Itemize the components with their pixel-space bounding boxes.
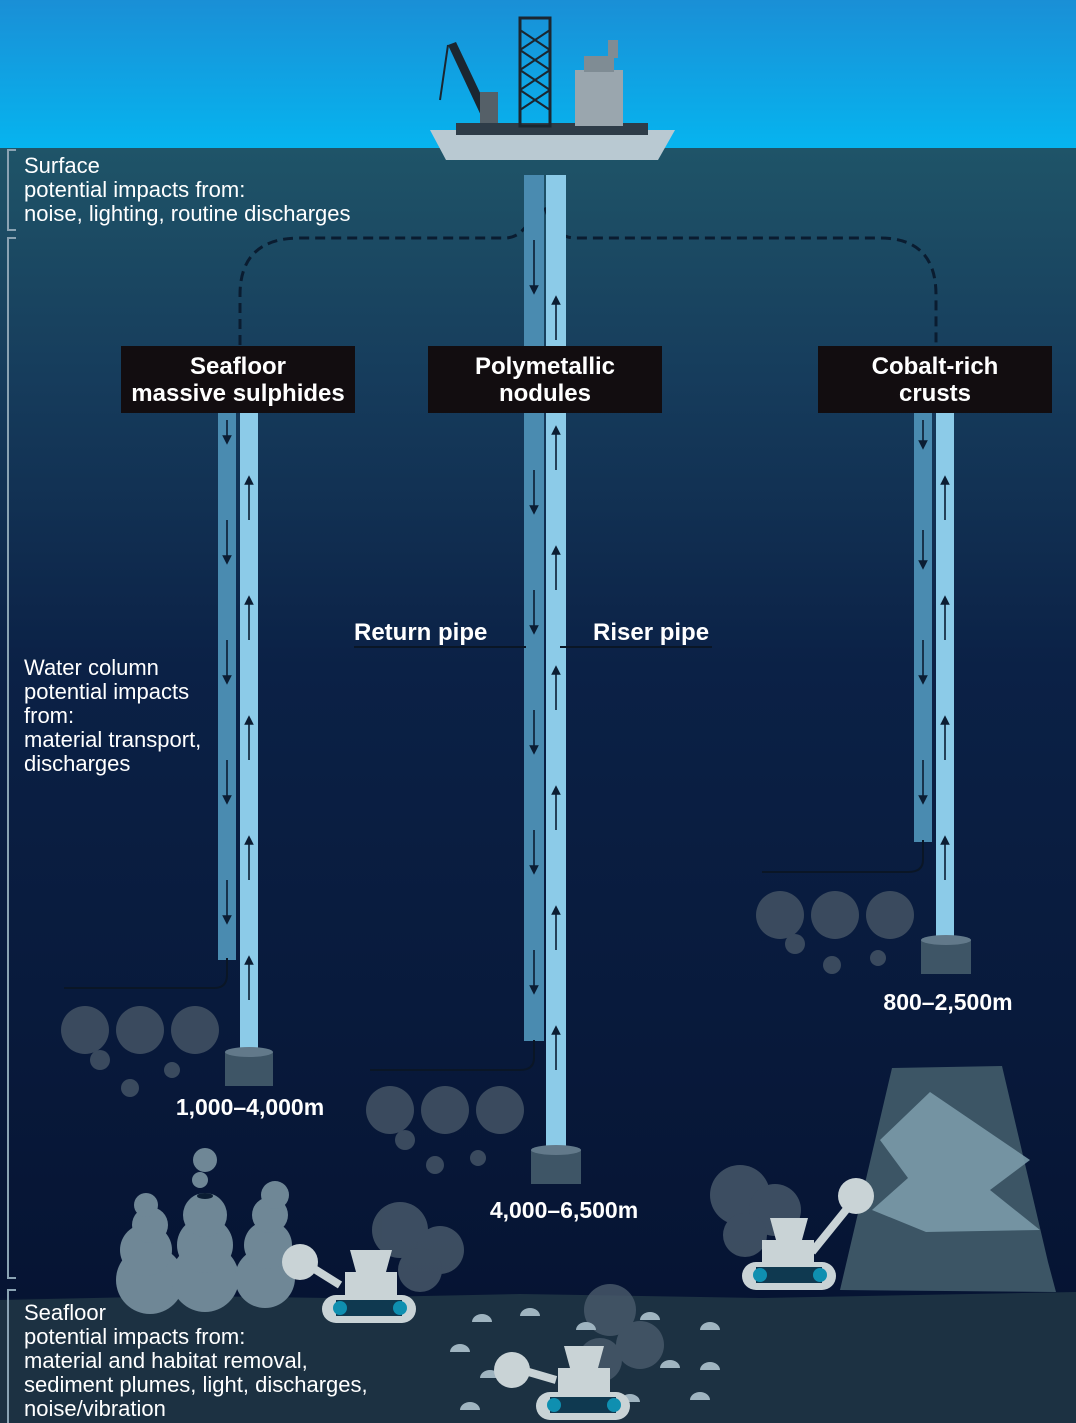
seafloor-zone-label: Seafloor potential impacts from: materia… <box>24 1300 368 1421</box>
depth-label-crusts: 800–2,500m <box>883 989 1013 1015</box>
riser-pipe-label: Riser pipe <box>593 619 710 646</box>
pipes-crusts <box>762 412 971 974</box>
collector-crusts-icon <box>742 1178 874 1290</box>
collector-nodules-icon <box>494 1346 630 1420</box>
collector-sulphides-icon <box>282 1244 416 1323</box>
deposit-label-crusts: Cobalt-rich crusts <box>818 346 1052 413</box>
hydrothermal-chimneys <box>116 1148 295 1314</box>
depth-label-sulphides: 1,000–4,000m <box>175 1094 325 1120</box>
seamount <box>840 1066 1056 1292</box>
water-column-zone-label: Water column potential impacts from: mat… <box>24 655 202 776</box>
discharge-plumes <box>61 891 914 1174</box>
dashed-route <box>238 189 938 345</box>
deposit-label-sulphides: Seafloor massive sulphides <box>121 346 355 413</box>
seafloor <box>0 1292 1076 1423</box>
deposit-label-nodules: Polymetallic nodules <box>428 346 662 413</box>
flow-arrows <box>222 240 950 1070</box>
depth-label-nodules: 4,000–6,500m <box>489 1197 639 1223</box>
zone-bracket <box>7 149 16 1423</box>
return-pipe-label: Return pipe <box>354 619 488 646</box>
surface-zone-label: Surface potential impacts from: noise, l… <box>24 153 351 226</box>
ship-icon <box>430 16 675 160</box>
